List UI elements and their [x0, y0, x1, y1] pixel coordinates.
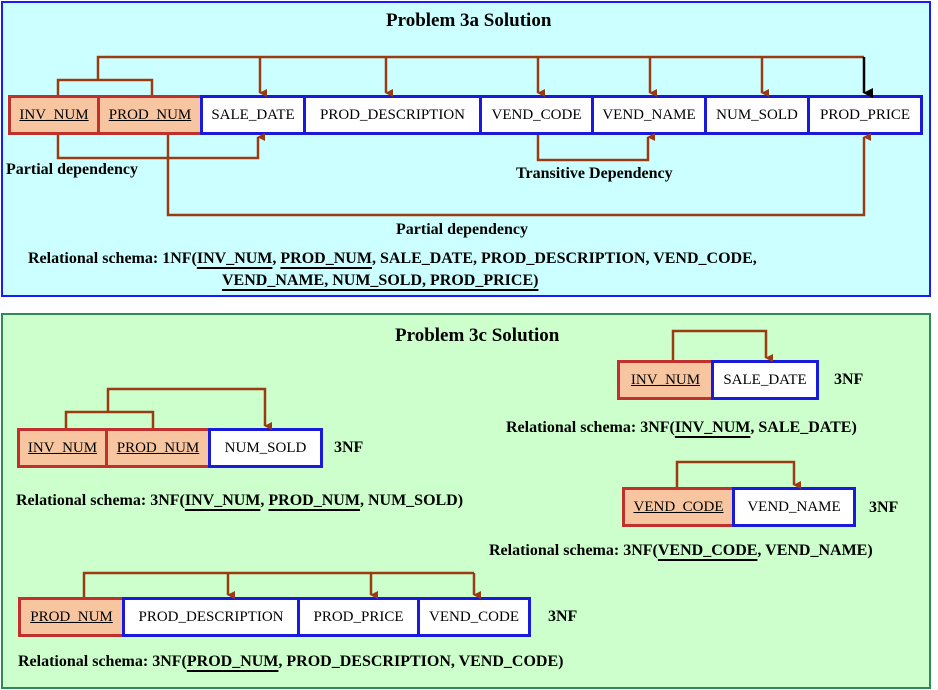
3c-product-prod-num-key: PROD_NUM	[18, 597, 125, 637]
3c-product-vend-code-cell: VEND_CODE	[417, 597, 531, 637]
3c-num-sold-cell: NUM_SOLD	[208, 428, 323, 468]
3nf-label-sold: 3NF	[334, 439, 364, 456]
3a-prod-num-key: PROD_NUM	[97, 95, 203, 135]
transitive-dependency-label: Transitive Dependency	[516, 165, 673, 182]
3c-prod-price-cell: PROD_PRICE	[297, 597, 420, 637]
3a-vend-name-cell: VEND_NAME	[591, 95, 707, 135]
3a-num-sold-cell: NUM_SOLD	[704, 95, 810, 135]
problem-3a-title: Problem 3a Solution	[386, 10, 552, 31]
1nf-relational-schema: Relational schema: 1NF(INV_NUM, PROD_NUM…	[28, 250, 757, 289]
3a-sale-date-cell: SALE_DATE	[200, 95, 306, 135]
partial-dependency-label-bottom: Partial dependency	[396, 221, 528, 238]
partial-dependency-label-left: Partial dependency	[6, 161, 138, 178]
3nf-schema-date: Relational schema: 3NF(INV_NUM, SALE_DAT…	[506, 419, 857, 436]
3nf-label-vendor: 3NF	[869, 499, 899, 516]
3nf-schema-vendor: Relational schema: 3NF(VEND_CODE, VEND_N…	[489, 542, 873, 559]
3c-vend-name-cell: VEND_NAME	[732, 487, 856, 527]
3c-vend-code-key: VEND_CODE	[622, 487, 735, 527]
3nf-label-product: 3NF	[548, 608, 578, 625]
3nf-schema-product: Relational schema: 3NF(PROD_NUM, PROD_DE…	[18, 653, 564, 670]
3c-sold-prod-num-key: PROD_NUM	[105, 428, 211, 468]
3c-date-inv-num-key: INV_NUM	[617, 360, 714, 400]
3c-sold-inv-num-key: INV_NUM	[17, 428, 108, 468]
3a-prod-price-cell: PROD_PRICE	[807, 95, 923, 135]
3a-prod-description-cell: PROD_DESCRIPTION	[303, 95, 482, 135]
3a-inv-num-key: INV_NUM	[8, 95, 100, 135]
3c-prod-description-cell: PROD_DESCRIPTION	[122, 597, 300, 637]
3nf-label-date: 3NF	[834, 371, 864, 388]
3a-vend-code-cell: VEND_CODE	[479, 95, 594, 135]
3c-sale-date-cell: SALE_DATE	[711, 360, 819, 400]
problem-3c-title: Problem 3c Solution	[395, 325, 560, 346]
3nf-schema-sold: Relational schema: 3NF(INV_NUM, PROD_NUM…	[16, 492, 464, 509]
